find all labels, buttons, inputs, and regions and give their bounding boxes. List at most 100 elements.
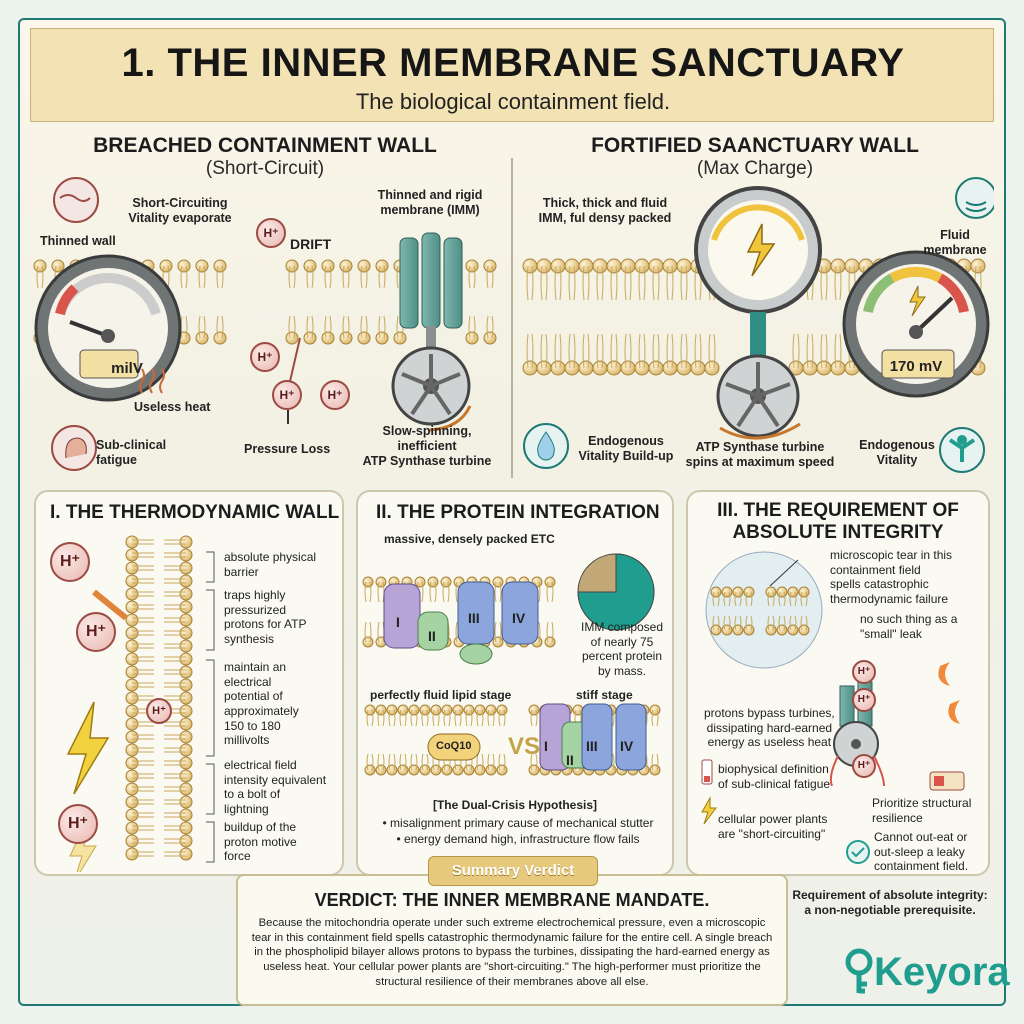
prioritize-note: Prioritize structural resilience [872, 796, 972, 825]
water-icon [955, 177, 994, 219]
stiff-stage-label: stiff stage [576, 688, 633, 702]
coq10-label: CoQ10 [436, 740, 472, 752]
stiff-complex-iii-label: III [586, 738, 598, 754]
fatigue-head-icon [51, 425, 97, 471]
stiff-complex-iv-label: IV [620, 738, 634, 754]
panel-thermodynamic-wall: I. THE THERMODYNAMIC WALL absolute physi… [34, 490, 344, 876]
hypothesis-bullet: • misalignment primary cause of mechanic… [382, 816, 654, 830]
proton-ion: H⁺ [250, 342, 280, 372]
complex-ii-shape [417, 611, 449, 651]
verdict-body: Because the mitochondria operate under s… [251, 917, 773, 988]
proton-ion: H⁺ [50, 542, 90, 582]
proton-ion: H⁺ [852, 754, 876, 778]
proton-ion: H⁺ [320, 380, 350, 410]
verdict-box: VERDICT: THE INNER MEMBRANE MANDATE. Bec… [236, 874, 788, 1006]
droplet-icon [523, 423, 569, 469]
low-voltage-gauge [34, 254, 182, 402]
pie-note: IMM composed of nearly 75 percent protei… [580, 620, 664, 678]
integrity-diagram [701, 551, 965, 864]
vitality-buildup-label: Endogenous Vitality Build-up [578, 434, 674, 463]
pie-protein-slice [577, 553, 655, 631]
fortified-subheading: (Max Charge) [696, 158, 814, 179]
panel3-title: III. THE REQUIREMENT OF ABSOLUTE INTEGRI… [717, 500, 959, 543]
proton-ion: H⁺ [852, 660, 876, 684]
cracked-wall-icon [53, 177, 99, 223]
useless-heat-label: Useless heat [134, 400, 211, 414]
vertical-bilayer [66, 535, 215, 872]
leak-note: no such thing as a "small" leak [860, 612, 958, 641]
protein-pie-chart [577, 553, 655, 631]
cytochrome-blob [459, 643, 493, 665]
protein-diagram [362, 553, 661, 776]
lightning-icon-faded [69, 821, 97, 872]
slow-atp-synthase [391, 232, 472, 432]
short-circuit-label: Short-Circuiting Vitality evaporate [128, 196, 232, 225]
requirement-note: Requirement of absolute integrity: a non… [792, 888, 988, 917]
proton-ion: H⁺ [256, 218, 286, 248]
proton-ion: H⁺ [272, 380, 302, 410]
right-gauge-value: 170 mV [889, 358, 943, 375]
proton-entry-arrow [92, 589, 128, 621]
fast-atp-synthase [694, 186, 822, 440]
page-subtitle: The biological containment field. [355, 89, 671, 114]
hypothesis-label: [The Dual-Crisis Hypothesis] [432, 798, 598, 812]
pressure-loss-label: Pressure Loss [244, 442, 331, 456]
complex-iv-shape [501, 581, 539, 645]
fortified-heading: FORTIFIED SAANCTUARY WALL [591, 134, 919, 157]
complex-iv-label: IV [512, 610, 526, 626]
tear-circle [705, 551, 823, 669]
thinned-rigid-label: Thinned and rigid membrane (IMM) [377, 188, 483, 217]
etc-label: massive, densely packed ETC [384, 532, 555, 546]
summary-verdict-tag: Summary Verdict [428, 856, 598, 886]
hypothesis-bullet: • energy demand high, infrastructure flo… [396, 832, 640, 846]
brand-key-icon [845, 948, 873, 994]
fluid-stage-label: perfectly fluid lipid stage [370, 688, 512, 702]
check-icon [846, 840, 870, 864]
stiff-complex-i-label: I [544, 738, 548, 754]
panel2-title: II. THE PROTEIN INTEGRATION [376, 502, 660, 523]
cannot-note: Cannot out-eat or out-sleep a leaky cont… [874, 830, 969, 874]
panel-protein-integration: II. THE PROTEIN INTEGRATION massive, den… [356, 490, 674, 876]
complex-iii-label: III [468, 610, 480, 626]
vs-label: VS [508, 733, 541, 760]
note-potential: maintain an electrical potential of appr… [224, 660, 299, 748]
vitality-person-icon [939, 427, 985, 473]
tear-note: microscopic tear in this containment fie… [830, 548, 953, 606]
fast-turbine-label: ATP Synthase turbine spins at maximum sp… [685, 440, 835, 469]
definition-note: biophysical definition of sub-clinical f… [718, 762, 831, 791]
note-proton-force: buildup of the proton motive force [224, 820, 297, 864]
verdict-heading: VERDICT: THE INNER MEMBRANE MANDATE. [314, 890, 710, 910]
thick-membrane-label: Thick, thick and fluid IMM, ful densy pa… [538, 196, 672, 225]
slow-turbine-label: Slow-spinning, inefficient ATP Synthase … [362, 424, 492, 468]
proton-ion: H⁺ [76, 612, 116, 652]
high-voltage-gauge [842, 250, 990, 398]
heat-waves-icon [139, 368, 165, 394]
breached-heading: BREACHED CONTAINMENT WALL [93, 134, 437, 157]
complex-ii-label: II [428, 628, 436, 644]
coq10-shape [427, 733, 481, 761]
complex-i-shape [383, 583, 421, 649]
flame-icon [938, 662, 950, 686]
thinned-wall-label: Thinned wall [40, 234, 116, 248]
comparison-illustration [33, 158, 994, 478]
fatigue-label: Sub-clinical fatigue [96, 438, 167, 467]
lightning-small-icon [701, 796, 717, 825]
drift-label: DRIFT [290, 236, 332, 252]
vitality-label: Endogenous Vitality [859, 438, 935, 467]
panel1-title: I. THE THERMODYNAMIC WALL [50, 502, 340, 523]
bypass-note: protons bypass turbines, dissipating har… [704, 706, 835, 750]
note-traps: traps highly pressurized protons for ATP… [224, 588, 307, 646]
lightning-icon [66, 701, 110, 795]
complex-i-label: I [396, 614, 400, 630]
note-barrier: absolute physical barrier [224, 550, 317, 579]
proton-ion: H⁺ [852, 688, 876, 712]
fluid-membrane-label: Fluid membrane [923, 228, 987, 257]
stiff-complex-ii-label: II [566, 752, 574, 768]
page-title: 1. THE INNER MEMBRANE SANCTUARY [121, 41, 905, 85]
plants-note: cellular power plants are "short-circuit… [718, 812, 828, 841]
flame-icon [948, 700, 960, 724]
panel-absolute-integrity: III. THE REQUIREMENT OF ABSOLUTE INTEGRI… [686, 490, 990, 876]
note-lightning: electrical field intensity equivalent to… [224, 758, 327, 816]
brand-name: Keyora [874, 950, 1010, 994]
header-banner: 1. THE INNER MEMBRANE SANCTUARY The biol… [30, 28, 994, 122]
